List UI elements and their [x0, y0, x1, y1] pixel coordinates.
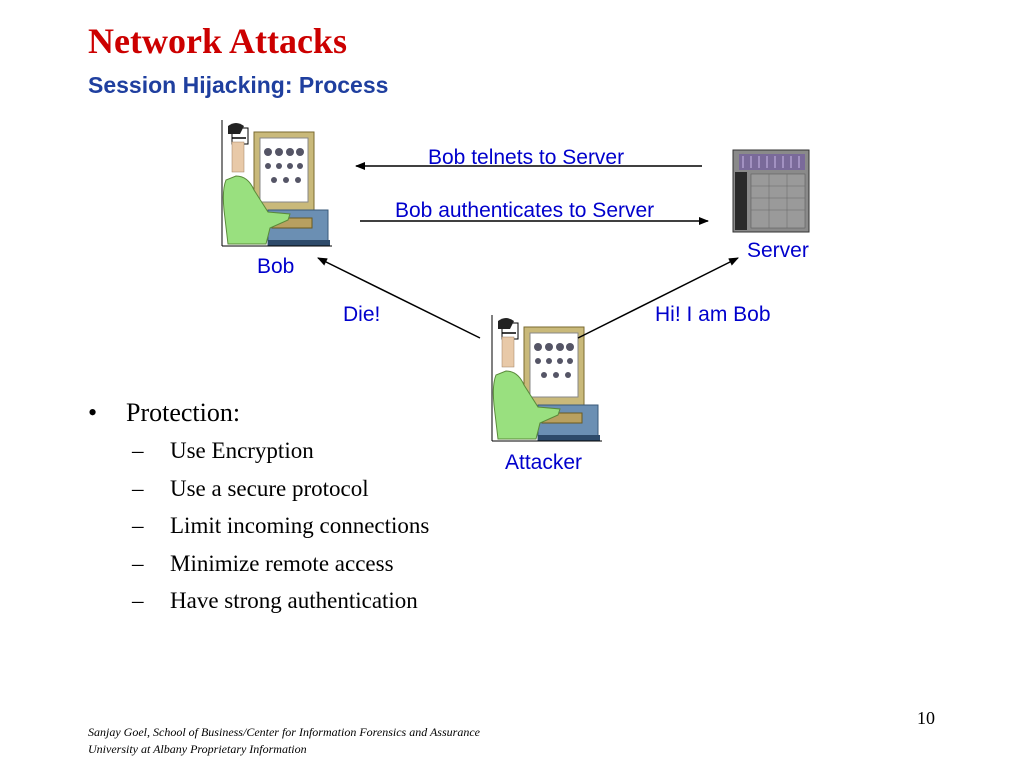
protection-heading: • Protection:: [88, 398, 429, 428]
impersonate-message: Hi! I am Bob: [655, 303, 771, 326]
list-item: –Use Encryption: [132, 438, 314, 463]
bob-computer-icon: [221, 119, 333, 247]
footer-line-2: University at Albany Proprietary Informa…: [88, 742, 307, 756]
list-item: –Minimize remote access: [132, 550, 394, 576]
page-number: 10: [917, 708, 935, 728]
slide-subtitle: Session Hijacking: Process: [88, 72, 389, 98]
list-item: –Limit incoming connections: [132, 513, 430, 538]
list-item: –Have strong authentication: [132, 588, 418, 613]
footer-line-1: Sanjay Goel, School of Business/Center f…: [88, 725, 480, 739]
server-icon: [732, 149, 810, 233]
bob-label: Bob: [257, 255, 295, 278]
die-message: Die!: [343, 303, 381, 326]
protection-items: –Use Encryption –Use a secure protocol –…: [132, 432, 429, 620]
attacker-label: Attacker: [505, 451, 583, 474]
die-arrow: [317, 257, 481, 339]
slide-title: Network Attacks: [88, 21, 347, 61]
telnet-message: Bob telnets to Server: [428, 146, 625, 169]
server-label: Server: [747, 239, 809, 262]
list-item: –Use a secure protocol: [132, 475, 369, 501]
impersonate-arrow: [577, 257, 739, 339]
protection-list: • Protection: –Use Encryption –Use a sec…: [88, 398, 429, 620]
authenticate-message: Bob authenticates to Server: [395, 199, 655, 222]
footer: Sanjay Goel, School of Business/Center f…: [88, 724, 480, 758]
bullet-dot-icon: •: [88, 398, 98, 427]
protection-heading-text: Protection:: [126, 398, 241, 427]
